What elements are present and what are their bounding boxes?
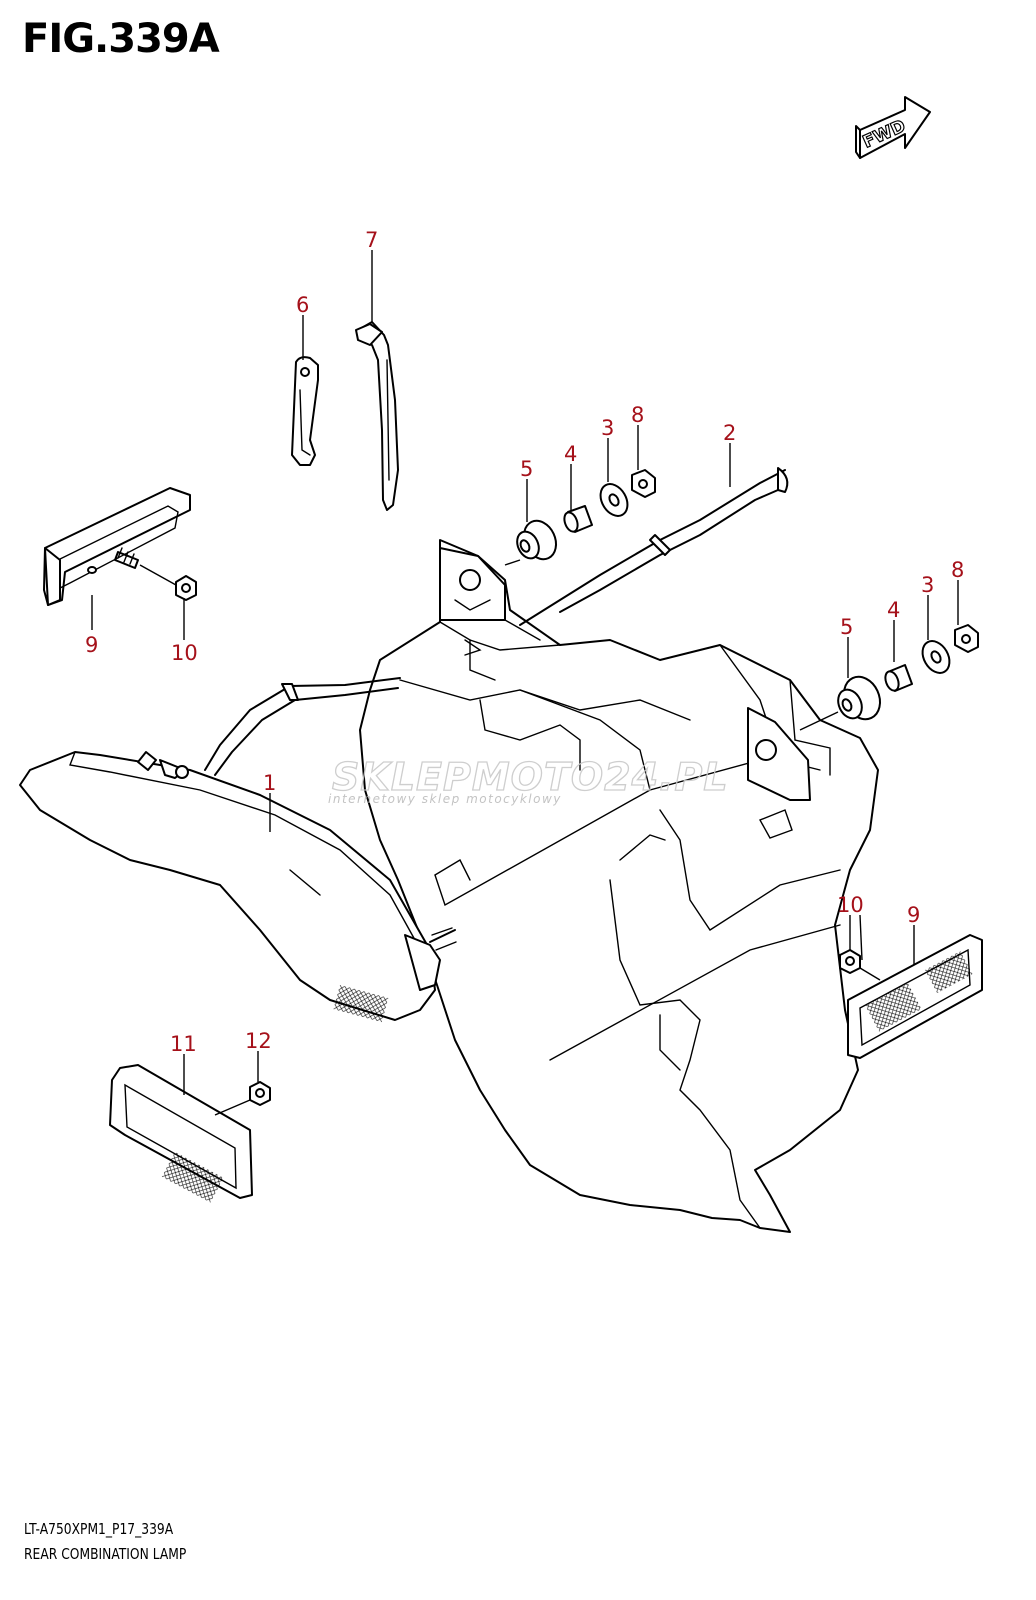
watermark: SKLEPMOTO24.PL internetowy sklep motocyk…: [328, 754, 729, 806]
callout-6: 6: [296, 293, 309, 317]
right-side-reflector: [847, 934, 983, 1059]
rear-combination-lamp: [19, 751, 457, 1023]
callout-3-right: 3: [921, 573, 934, 597]
callout-9-left: 9: [85, 633, 98, 657]
rear-reflector-nut: [249, 1081, 271, 1106]
drawing-code: LT-A750XPM1_P17_339A: [24, 1520, 174, 1538]
right-reflector-nut: [839, 949, 861, 974]
upper-washer: [599, 483, 629, 517]
hose-clamp: [291, 356, 319, 466]
right-collar: [884, 664, 913, 692]
watermark-brand: SKLEPMOTO24.PL: [332, 755, 729, 799]
upper-left-bracket: [439, 547, 506, 621]
upper-grommet: [516, 519, 558, 561]
cable-tie: [355, 321, 399, 511]
callout-3-upper: 3: [601, 416, 614, 440]
bracket-hole-icon: [459, 569, 481, 591]
watermark-tagline: internetowy sklep motocyklowy: [328, 792, 562, 806]
callout-5-upper: 5: [520, 457, 533, 481]
left-reflector-nut: [175, 575, 197, 601]
bracket-hole-icon: [755, 739, 777, 761]
callout-2: 2: [723, 421, 736, 445]
rear-fender-housing: [359, 539, 879, 1233]
callout-12: 12: [245, 1029, 272, 1053]
callout-5-right: 5: [840, 615, 853, 639]
wiring-harness: [204, 467, 789, 776]
callout-10-right: 10: [837, 893, 864, 917]
part-group-name: REAR COMBINATION LAMP: [24, 1545, 187, 1563]
callout-11: 11: [170, 1032, 197, 1056]
figure-title: FIG.339A: [22, 16, 220, 62]
fwd-arrow-icon: FWD: [855, 96, 931, 159]
callout-9-right: 9: [907, 903, 920, 927]
callout-8-upper: 8: [631, 403, 644, 427]
callout-leaders: [91, 250, 959, 1095]
upper-collar: [563, 505, 593, 533]
callout-10-left: 10: [171, 641, 198, 665]
right-grommet: [837, 675, 881, 721]
callout-4-right: 4: [887, 598, 900, 622]
right-nut: [954, 624, 979, 653]
callout-4-upper: 4: [564, 442, 577, 466]
left-side-reflector: [43, 487, 191, 606]
right-washer: [921, 640, 951, 674]
rear-reflector: [109, 1064, 253, 1203]
callout-1: 1: [263, 771, 276, 795]
callout-8-right: 8: [951, 558, 964, 582]
callout-7: 7: [365, 228, 378, 252]
upper-nut: [631, 469, 656, 498]
callouts: 1 2 3 3 4 4 5 5 6 7 8 8 9 9 10 10 11 12: [85, 228, 964, 1056]
upper-right-bracket: [747, 707, 811, 839]
